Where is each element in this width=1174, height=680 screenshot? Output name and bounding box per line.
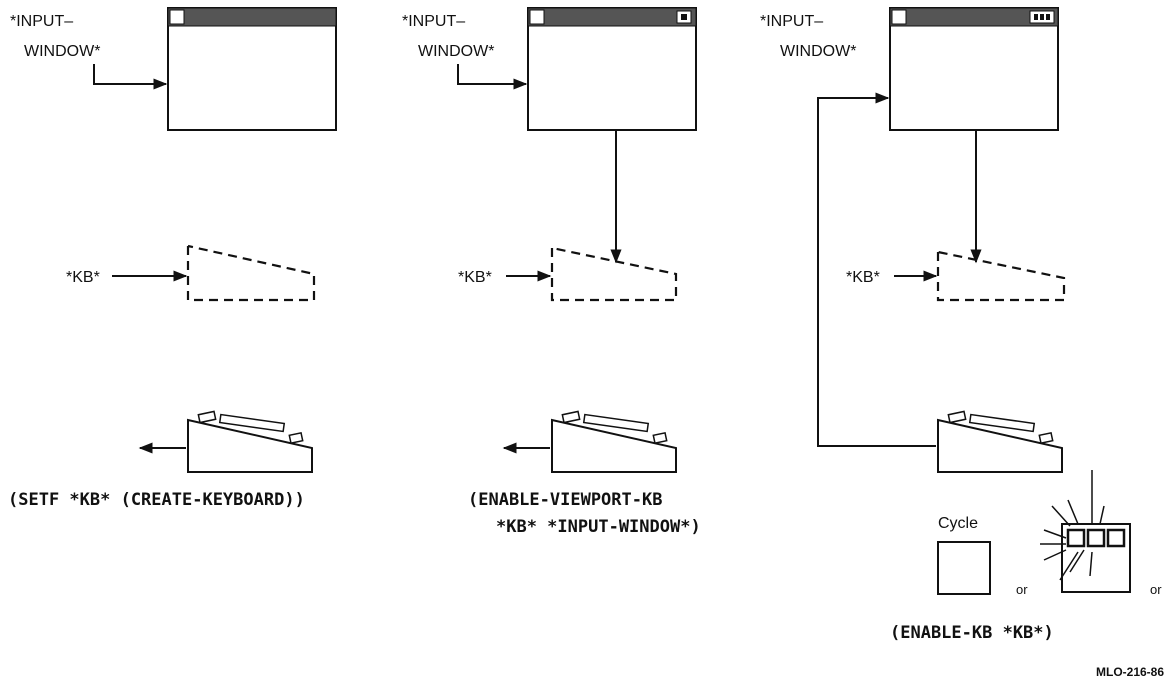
input-window-label-3b: WINDOW*: [780, 43, 856, 60]
input-window-2: [528, 8, 696, 130]
panel-1: *INPUT– WINDOW* *KB* (SETF *KB* (CREATE-…: [8, 8, 336, 510]
kb-label-1: *KB*: [66, 269, 100, 286]
virtual-keyboard-3: [938, 252, 1064, 300]
figure-id: MLO-216-86: [1096, 665, 1164, 679]
code-line-1: (SETF *KB* (CREATE-KEYBOARD)): [8, 490, 305, 510]
window-close-box-3: [892, 10, 906, 24]
window-pointer-arrow-2: [458, 64, 526, 84]
keyboard-indicator-mark-3c: [1046, 14, 1050, 20]
input-window-label-1a: *INPUT–: [10, 13, 73, 30]
cycle-key-icon: [938, 542, 990, 594]
click-keyboard-indicator-icon: [1040, 470, 1130, 592]
code-line-2a: (ENABLE-VIEWPORT-KB: [468, 490, 662, 510]
keyboard-indicator-mark-2: [681, 14, 687, 20]
window-close-box-1: [170, 10, 184, 24]
virtual-keyboard-1: [188, 246, 314, 300]
or-label-2: or: [1150, 582, 1162, 597]
input-window-label-2b: WINDOW*: [418, 43, 494, 60]
or-label-1: or: [1016, 582, 1028, 597]
input-window-3: [890, 8, 1058, 130]
keyboard-indicator-mark-3b: [1040, 14, 1044, 20]
input-window-label-3a: *INPUT–: [760, 13, 823, 30]
input-window-label-1b: WINDOW*: [24, 43, 100, 60]
panel-2: *INPUT– WINDOW* *KB* (ENABLE-VIEWPORT-KB…: [402, 8, 701, 537]
kb-label-3: *KB*: [846, 269, 880, 286]
virtual-keyboard-2: [552, 248, 676, 300]
window-close-box-2: [530, 10, 544, 24]
physical-keyboard-3: [938, 411, 1062, 472]
code-line-3: (ENABLE-KB *KB*): [890, 623, 1054, 643]
keyboard-indicator-mark-3a: [1034, 14, 1038, 20]
input-window-label-2a: *INPUT–: [402, 13, 465, 30]
physical-keyboard-2: [552, 411, 676, 472]
code-line-2b: *KB* *INPUT-WINDOW*): [496, 517, 701, 537]
kb-label-2: *KB*: [458, 269, 492, 286]
physical-keyboard-1: [188, 411, 312, 472]
panel-3: *INPUT– WINDOW* *KB* Cycle or: [760, 8, 1162, 643]
input-window-1: [168, 8, 336, 130]
cycle-key-label: Cycle: [938, 515, 978, 532]
window-pointer-arrow-1: [94, 64, 166, 84]
